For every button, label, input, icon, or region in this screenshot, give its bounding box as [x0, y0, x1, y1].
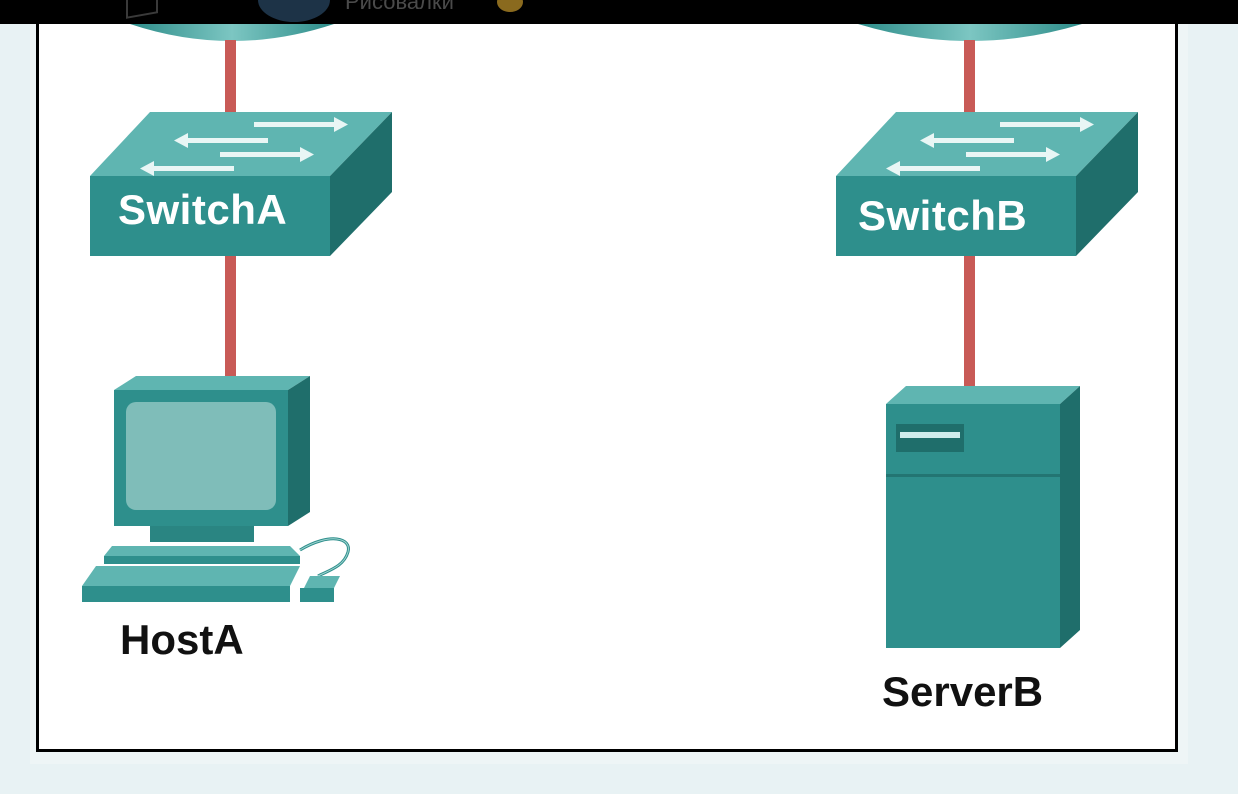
- router-right-icon: [858, 24, 1082, 41]
- avatar[interactable]: [258, 0, 330, 22]
- server-b-icon: [886, 386, 1080, 648]
- switch-a-label: SwitchA: [118, 186, 288, 233]
- link-router-switch-a: [225, 40, 236, 112]
- switch-b-label: SwitchB: [858, 192, 1028, 239]
- switch-a-icon: [90, 112, 392, 256]
- server-b-label: ServerB: [882, 668, 1044, 715]
- host-a-pc-icon: [82, 376, 350, 602]
- link-switch-b-server-b: [964, 254, 975, 390]
- host-a-label: HostA: [120, 616, 244, 663]
- emoji-icon: [497, 0, 523, 12]
- switch-b-icon: [836, 112, 1138, 256]
- link-router-switch-b: [964, 40, 975, 112]
- top-bar: Рисовалки: [0, 0, 1238, 24]
- link-switch-a-host-a: [225, 254, 236, 382]
- chat-title[interactable]: Рисовалки: [345, 0, 454, 14]
- router-left-icon: [130, 24, 334, 41]
